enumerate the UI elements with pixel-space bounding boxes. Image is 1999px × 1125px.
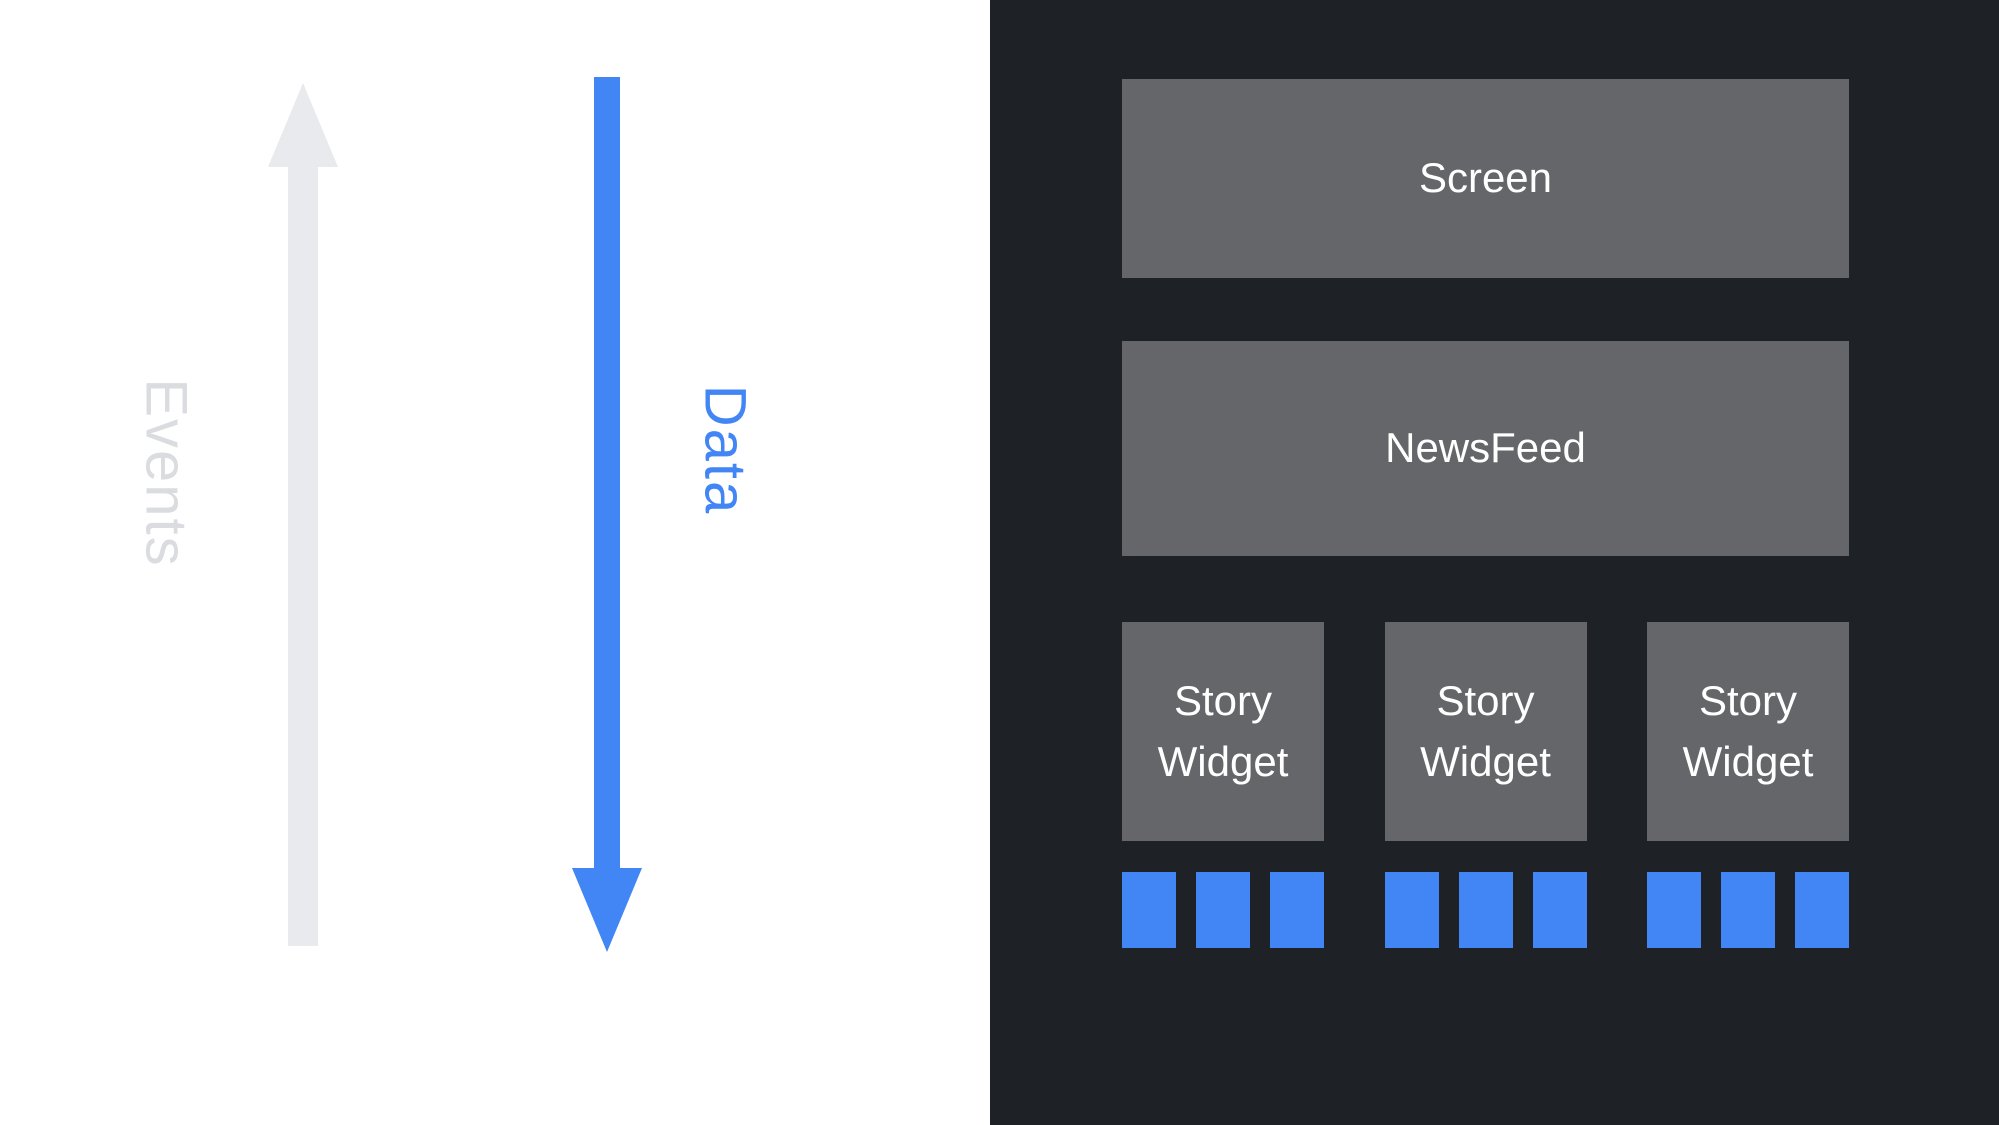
story-tile-group (1647, 872, 1849, 948)
newsfeed-box: NewsFeed (1122, 341, 1849, 556)
screen-box-label: Screen (1418, 154, 1553, 202)
story-tile (1532, 872, 1587, 948)
story-widget-box: Story Widget (1122, 622, 1324, 841)
story-widget-box: Story Widget (1384, 622, 1587, 841)
story-widget-box: Story Widget (1647, 622, 1849, 841)
event-data-flow-panel: Events Data (0, 0, 990, 1125)
newsfeed-box-label: NewsFeed (1385, 424, 1586, 472)
story-tile (1384, 872, 1439, 948)
story-tiles-row (1122, 872, 1849, 948)
story-tile (1270, 872, 1324, 948)
story-widget-row: Story Widget Story Widget Story Widget (1122, 622, 1849, 841)
story-widget-label: Story Widget (1420, 676, 1551, 785)
events-label: Events (133, 378, 199, 568)
events-arrow-shape (268, 83, 338, 946)
story-tile-group (1122, 872, 1324, 948)
data-arrow-down-icon (572, 77, 642, 952)
story-tile (1795, 872, 1849, 948)
story-tile-group (1384, 872, 1587, 948)
story-tile (1721, 872, 1775, 948)
widget-tree-panel: Screen NewsFeed Story Widget Story Widge… (990, 0, 1999, 1125)
story-widget-label: Story Widget (1157, 676, 1289, 785)
data-label: Data (692, 384, 758, 516)
story-tile (1122, 872, 1176, 948)
story-tile (1647, 872, 1701, 948)
screen-box: Screen (1122, 79, 1849, 278)
data-arrow-shape (572, 77, 642, 952)
events-arrow-up-icon (268, 83, 338, 946)
story-tile (1458, 872, 1513, 948)
story-widget-label: Story Widget (1682, 676, 1814, 785)
story-tile (1196, 872, 1250, 948)
